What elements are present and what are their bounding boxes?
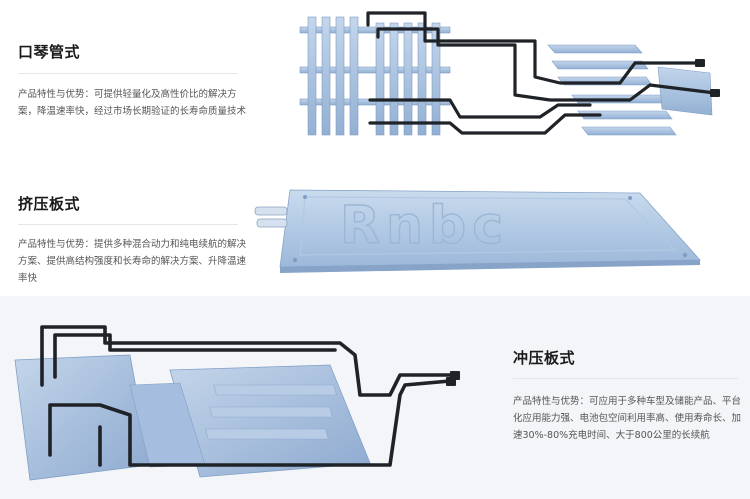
section-description-stamped-plate: 产品特性与优势：可应用于多种车型及储能产品、平台化应用能力强、电池包空间利用率高… bbox=[513, 396, 742, 441]
section-divider bbox=[18, 224, 238, 225]
extruded-cooling-plate-image: Rnbc bbox=[254, 189, 701, 273]
section-title-extruded-plate: 挤压板式 bbox=[18, 195, 81, 213]
section-title-stamped-plate: 冲压板式 bbox=[513, 349, 576, 367]
section-title-harmonica-tube: 口琴管式 bbox=[18, 43, 81, 61]
section-divider bbox=[513, 378, 738, 379]
emboss-text: Rnbc bbox=[340, 196, 509, 256]
section-description-harmonica-tube: 产品特性与优势：可提供轻量化及高性价比的解决方案，降温速率快，经过市场长期验证的… bbox=[18, 89, 247, 117]
section-divider bbox=[18, 73, 238, 74]
harmonica-tube-cooling-plate-image bbox=[299, 11, 720, 136]
stamped-cooling-plate-image bbox=[14, 325, 460, 481]
section-description-extruded-plate: 产品特性与优势：提供多种混合动力和纯电续航的解决方案、提供高结构强度和长寿命的解… bbox=[18, 239, 247, 284]
